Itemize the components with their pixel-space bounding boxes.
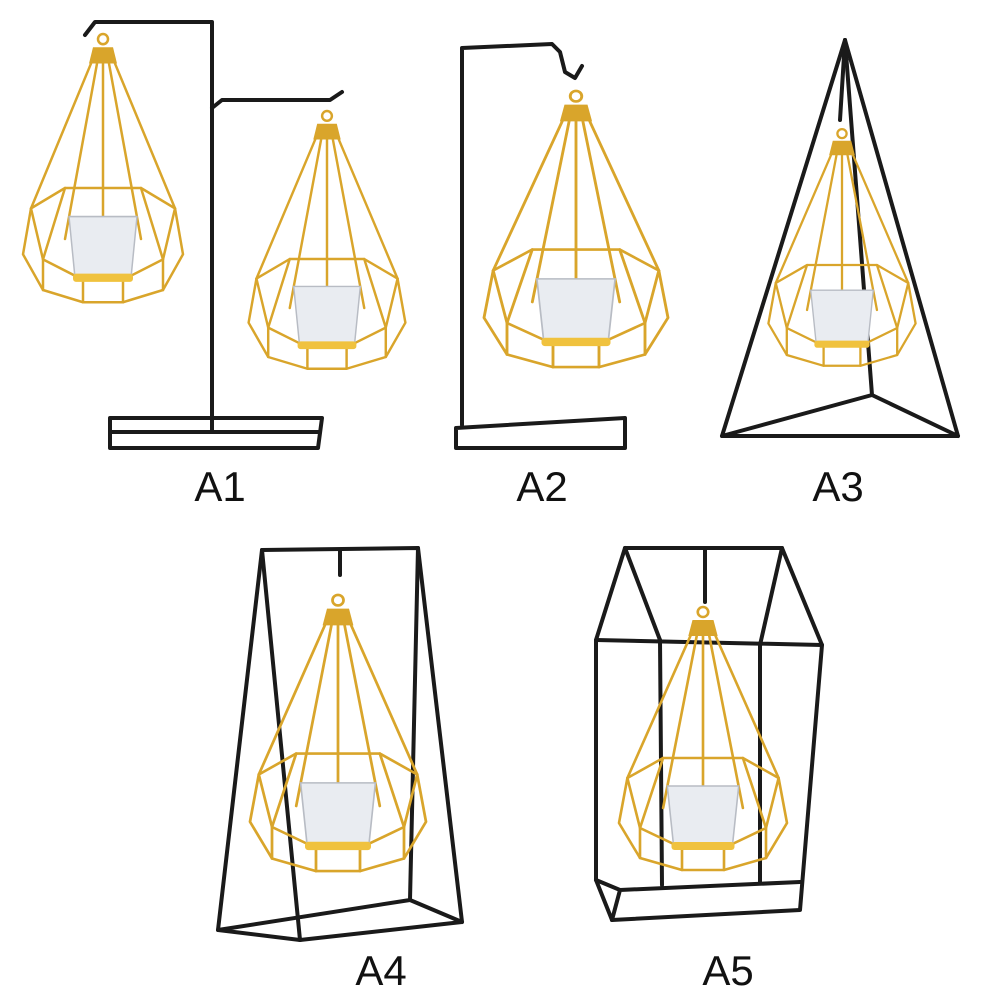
product-a2-image <box>454 42 670 450</box>
product-a1-image <box>21 20 407 450</box>
product-a5-image <box>594 546 824 922</box>
product-label-a3: A3 <box>812 463 864 510</box>
product-label-a1: A1 <box>194 463 246 510</box>
product-label-a2: A2 <box>516 463 568 510</box>
product-a4-image <box>216 546 464 942</box>
product-label-a4: A4 <box>355 947 407 994</box>
product-label-a5: A5 <box>702 947 754 994</box>
product-a3-image <box>720 38 960 438</box>
